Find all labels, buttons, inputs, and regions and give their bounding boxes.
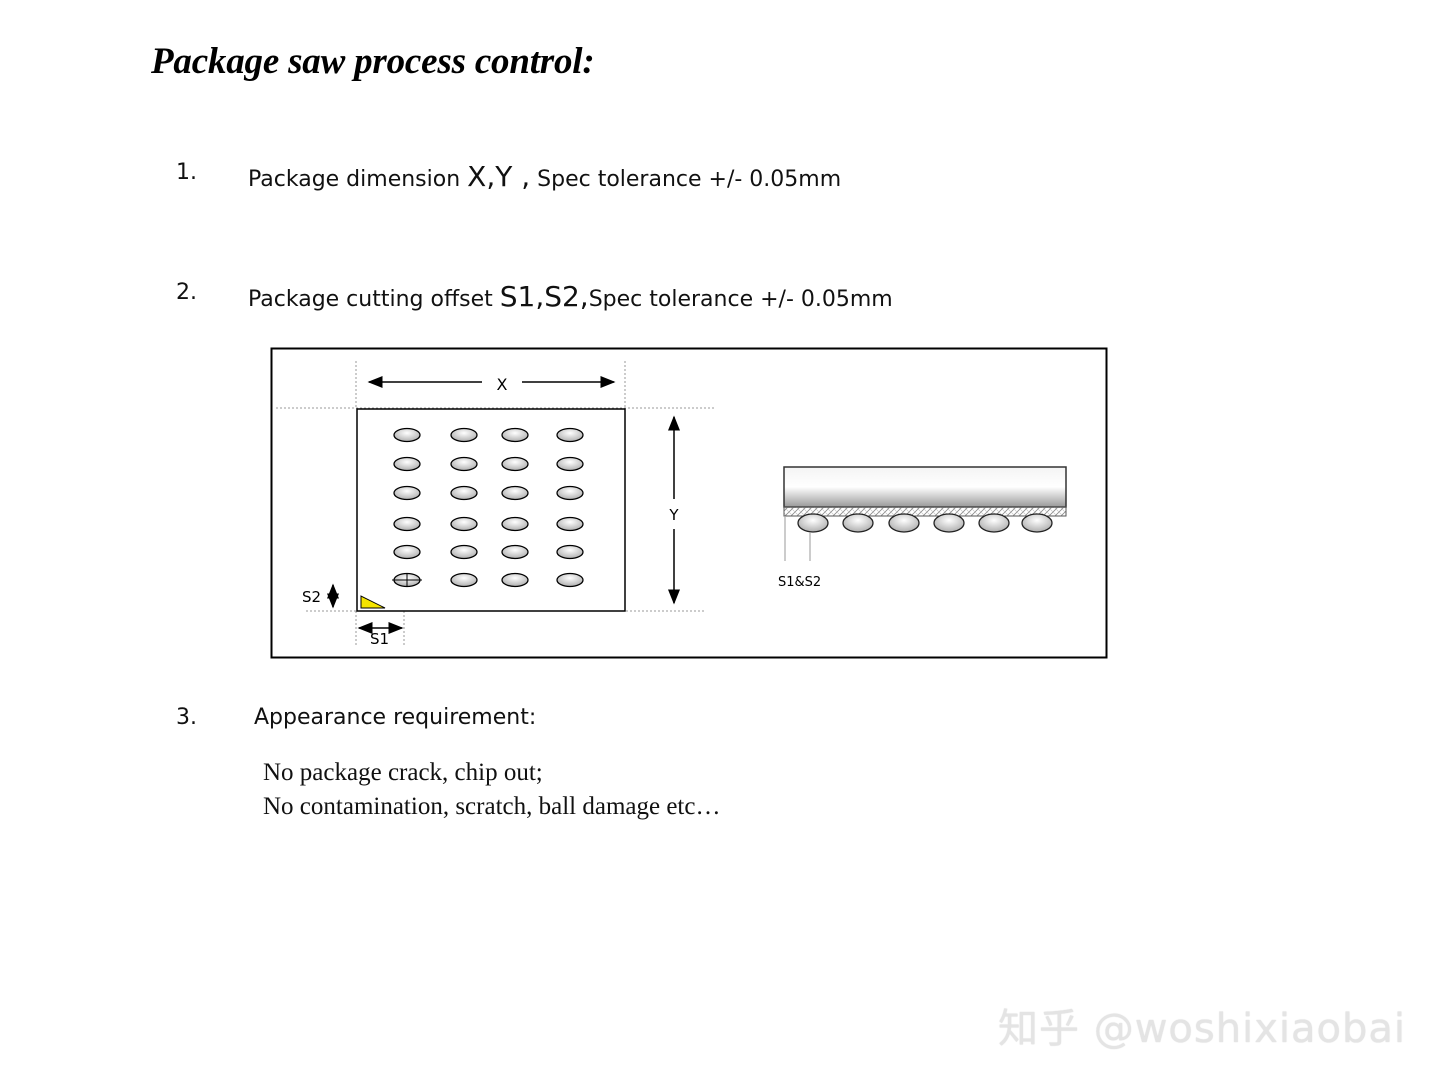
appearance-line-1: No package crack, chip out; xyxy=(263,759,543,786)
item-suffix: Spec tolerance +/- 0.05mm xyxy=(530,167,842,192)
solder-ball xyxy=(393,544,421,560)
solder-ball xyxy=(556,572,584,588)
item-text: Appearance requirement: xyxy=(254,705,537,730)
solder-ball xyxy=(501,485,529,501)
package-diagram: X Y S2 S1 S1&S2 xyxy=(270,347,1108,659)
item-suffix: Spec tolerance +/- 0.05mm xyxy=(588,287,893,312)
package-side-body xyxy=(783,466,1067,508)
item-number: 2. xyxy=(176,280,197,305)
side-solder-ball xyxy=(978,513,1010,533)
side-solder-ball xyxy=(888,513,920,533)
side-solder-ball xyxy=(797,513,829,533)
solder-ball xyxy=(556,456,584,472)
label-s1s2: S1&S2 xyxy=(778,575,821,590)
solder-ball xyxy=(450,485,478,501)
side-solder-ball xyxy=(1021,513,1053,533)
extension-lines xyxy=(276,361,714,647)
label-s1: S1 xyxy=(370,630,389,648)
solder-ball xyxy=(556,516,584,532)
ball-grid xyxy=(392,427,584,588)
solder-ball xyxy=(450,544,478,560)
solder-ball xyxy=(393,456,421,472)
item-number: 3. xyxy=(176,705,197,730)
solder-ball xyxy=(450,456,478,472)
solder-ball xyxy=(393,485,421,501)
solder-ball xyxy=(556,485,584,501)
solder-ball xyxy=(556,427,584,443)
label-y: Y xyxy=(668,506,679,524)
watermark: 知乎 @woshixiaobai xyxy=(998,1006,1406,1052)
solder-ball xyxy=(501,427,529,443)
solder-ball xyxy=(450,516,478,532)
solder-ball xyxy=(393,516,421,532)
corner-marker xyxy=(360,595,386,609)
item-emphasis: X,Y , xyxy=(467,160,531,193)
appearance-list: No package crack, chip out; No contamina… xyxy=(263,756,720,824)
solder-ball xyxy=(501,456,529,472)
side-view-balls xyxy=(797,513,1053,533)
item-prefix: Package cutting offset xyxy=(248,287,500,312)
item-text: Package dimension X,Y , Spec tolerance +… xyxy=(248,160,841,193)
solder-ball xyxy=(501,516,529,532)
appearance-line-2: No contamination, scratch, ball damage e… xyxy=(263,793,721,820)
item-number: 1. xyxy=(176,160,197,185)
solder-ball xyxy=(501,544,529,560)
corner-ball-crosshair xyxy=(392,573,422,587)
item-prefix: Package dimension xyxy=(248,167,468,192)
solder-ball xyxy=(450,572,478,588)
page-title: Package saw process control: xyxy=(151,41,595,82)
solder-ball xyxy=(393,427,421,443)
side-solder-ball xyxy=(842,513,874,533)
package-substrate xyxy=(783,506,1067,517)
label-x: X xyxy=(497,375,508,394)
item-text: Package cutting offset S1,S2,Spec tolera… xyxy=(248,280,893,313)
item-emphasis: S1,S2, xyxy=(499,280,589,313)
side-solder-ball xyxy=(933,513,965,533)
solder-ball xyxy=(501,572,529,588)
label-s2: S2 xyxy=(302,588,321,606)
solder-ball xyxy=(556,544,584,560)
solder-ball xyxy=(450,427,478,443)
